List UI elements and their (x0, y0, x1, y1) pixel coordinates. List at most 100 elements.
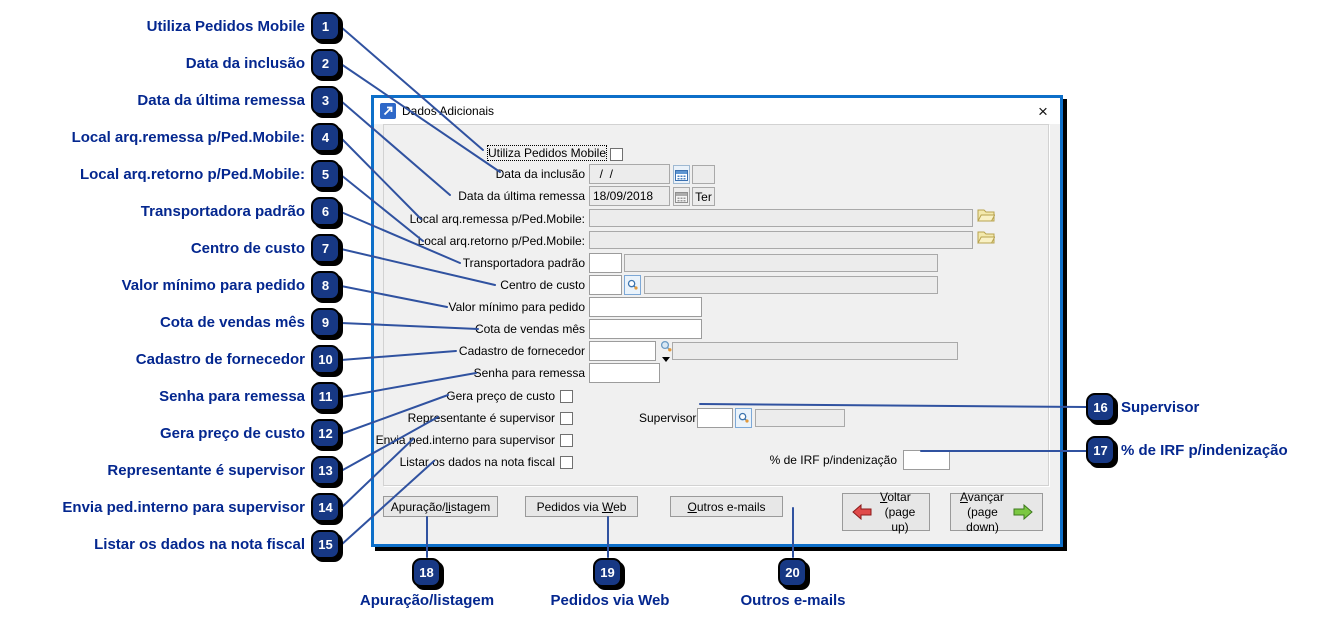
callout-13: Representante é supervisor 13 (0, 456, 340, 485)
display-centro-custo-nome (644, 276, 938, 294)
callout-label: Data da inclusão (185, 55, 305, 72)
input-transportadora-codigo[interactable] (589, 253, 622, 273)
callout-label: % de IRF p/indenização (1121, 442, 1288, 459)
field-label-local-arq-retorno: Local arq.retorno p/Ped.Mobile: (417, 234, 585, 248)
pedidos-via-web-button[interactable]: Pedidos via Web (525, 496, 638, 517)
voltar-button[interactable]: Voltar(page up) (842, 490, 930, 534)
callout-badge: 12 (311, 419, 340, 448)
window-title: Dados Adicionais (402, 104, 495, 118)
callout-badge: 4 (311, 123, 340, 152)
callout-badge: 8 (311, 271, 340, 300)
callout-label: Utiliza Pedidos Mobile (146, 18, 305, 35)
field-label-centro-de-custo: Centro de custo (500, 278, 585, 292)
folder-icon[interactable] (977, 208, 995, 222)
checkbox-listar-dados-nota[interactable] (560, 456, 573, 469)
checkbox-gera-preco-custo[interactable] (560, 390, 573, 403)
callout-9: Cota de vendas mês 9 (0, 308, 340, 337)
callout-17: 17 % de IRF p/indenização (1086, 436, 1288, 465)
field-label-data-da-inclusao: Data da inclusão (495, 167, 585, 181)
input-cadastro-fornecedor-codigo[interactable] (589, 341, 656, 361)
dialog-dados-adicionais: Dados Adicionais × Utiliza Pedidos Mobil… (371, 95, 1063, 547)
callout-12: Gera preço de custo 12 (0, 419, 340, 448)
field-label-supervisor: Supervisor (639, 411, 697, 425)
title-bar: Dados Adicionais × (374, 98, 1060, 124)
green-right-arrow-icon (1013, 504, 1033, 520)
field-label-envia-ped-interno: Envia ped.interno para supervisor (375, 433, 555, 447)
input-senha-remessa[interactable] (589, 363, 660, 383)
callout-label: Transportadora padrão (140, 203, 305, 220)
callout-badge: 15 (311, 530, 340, 559)
callout-badge: 17 (1086, 436, 1115, 465)
callout-badge: 2 (311, 49, 340, 78)
display-transportadora-nome (624, 254, 938, 272)
field-label-representante-supervisor: Representante é supervisor (407, 411, 555, 425)
callout-label: Senha para remessa (159, 388, 305, 405)
input-data-ultima-remessa[interactable]: 18/09/2018 (589, 186, 670, 206)
close-icon[interactable]: × (1038, 101, 1048, 121)
search-icon[interactable] (735, 408, 752, 428)
search-icon[interactable] (660, 340, 673, 353)
display-cadastro-fornecedor-nome (672, 342, 958, 360)
checkbox-envia-ped-interno[interactable] (560, 434, 573, 447)
callout-badge: 7 (311, 234, 340, 263)
input-centro-custo-codigo[interactable] (589, 275, 622, 295)
checkbox-utiliza-pedidos-mobile[interactable] (610, 148, 623, 161)
input-local-arq-remessa[interactable] (589, 209, 973, 227)
display-supervisor-nome (755, 409, 845, 427)
callout-label: Envia ped.interno para supervisor (62, 499, 305, 516)
field-label-cadastro-fornecedor: Cadastro de fornecedor (458, 344, 585, 358)
field-label-data-ultima-remessa: Data da última remessa (458, 189, 585, 203)
callout-badge: 5 (311, 160, 340, 189)
input-irf-indenizacao[interactable] (903, 450, 950, 470)
field-label-local-arq-remessa: Local arq.remessa p/Ped.Mobile: (409, 212, 585, 226)
input-valor-minimo[interactable] (589, 297, 702, 317)
field-label-transportadora-padrao: Transportadora padrão (462, 256, 585, 270)
callout-2: Data da inclusão 2 (0, 49, 340, 78)
calendar-icon[interactable] (673, 165, 690, 184)
callout-label: Supervisor (1121, 399, 1200, 416)
callout-label: Listar os dados na nota fiscal (94, 536, 305, 553)
callout-badge: 16 (1086, 393, 1115, 422)
day-abbrev-box-inclusao (692, 165, 715, 184)
field-label-senha-remessa: Senha para remessa (473, 366, 585, 380)
app-icon (380, 103, 396, 119)
callout-label: Representante é supervisor (107, 462, 305, 479)
callout-badge: 13 (311, 456, 340, 485)
callout-label: Gera preço de custo (159, 425, 305, 442)
red-left-arrow-icon (852, 504, 872, 520)
callout-badge: 9 (311, 308, 340, 337)
outros-emails-button[interactable]: Outros e-mails (670, 496, 783, 517)
callout-4: Local arq.remessa p/Ped.Mobile:4 (0, 123, 340, 152)
input-supervisor-codigo[interactable] (697, 408, 733, 428)
avancar-button[interactable]: Avançar(page down) (950, 490, 1043, 534)
folder-icon[interactable] (977, 230, 995, 244)
apuracao-listagem-button[interactable]: Apuração/listagem (383, 496, 498, 517)
dropdown-arrow-icon[interactable] (662, 357, 670, 362)
callout-badge: 19 (593, 558, 622, 587)
field-label-utiliza-pedidos-mobile: Utiliza Pedidos Mobile (486, 145, 608, 161)
input-data-da-inclusao[interactable]: / / (589, 164, 670, 184)
callout-5: Local arq.retorno p/Ped.Mobile:5 (0, 160, 340, 189)
field-label-cota-vendas-mes: Cota de vendas mês (474, 322, 585, 336)
input-local-arq-retorno[interactable] (589, 231, 973, 249)
dialog-client-area: Utiliza Pedidos Mobile Data da inclusão … (374, 124, 1060, 544)
calendar-icon-disabled (673, 187, 690, 206)
callout-badge: 6 (311, 197, 340, 226)
day-abbrev-box-remessa: Ter (692, 187, 715, 206)
field-label-listar-dados-nota: Listar os dados na nota fiscal (399, 455, 555, 469)
input-cota-vendas-mes[interactable] (589, 319, 702, 339)
callout-11: Senha para remessa 11 (0, 382, 340, 411)
field-label-gera-preco-custo: Gera preço de custo (446, 389, 555, 403)
field-label-valor-minimo: Valor mínimo para pedido (448, 300, 585, 314)
callout-label: Cadastro de fornecedor (135, 351, 305, 368)
search-icon[interactable] (624, 275, 641, 295)
checkbox-representante-supervisor[interactable] (560, 412, 573, 425)
callout-label: Data da última remessa (137, 92, 305, 109)
callout-badge: 11 (311, 382, 340, 411)
callout-label: Cota de vendas mês (159, 314, 305, 331)
